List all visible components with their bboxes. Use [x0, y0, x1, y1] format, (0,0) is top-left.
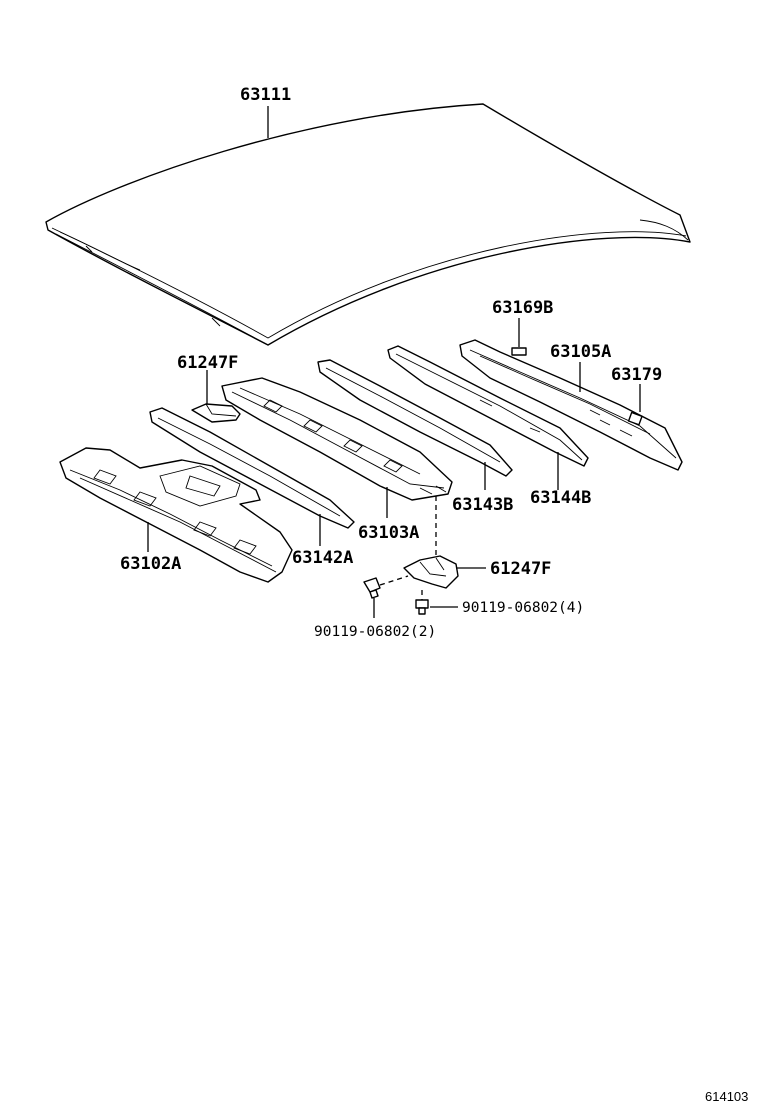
small-part — [627, 411, 643, 426]
front-header-rail — [59, 447, 293, 583]
roof-bow-1 — [149, 407, 355, 529]
label-bracket-upper: 61247F — [177, 353, 238, 373]
label-reinf-center: 63103A — [358, 523, 419, 543]
rear-header-rail — [459, 339, 683, 471]
label-clip: 63169B — [492, 298, 553, 318]
label-bracket-lower: 61247F — [490, 559, 551, 579]
label-small-part: 63179 — [611, 365, 662, 385]
roof-reinforcement-center — [221, 377, 453, 501]
roof-panel — [45, 103, 691, 346]
label-front-header: 63102A — [120, 554, 181, 574]
label-bow-3: 63144B — [530, 488, 591, 508]
label-bolt-left: 90119-06802(2) — [314, 624, 436, 640]
label-bolt-right: 90119-06802(4) — [462, 600, 584, 616]
bracket-lower — [403, 555, 459, 589]
bolt-left — [363, 577, 381, 599]
clip-part — [511, 347, 527, 356]
bracket-upper — [191, 403, 241, 423]
roof-bow-2 — [317, 359, 513, 477]
dashed-link-bolt-left — [379, 575, 409, 586]
bolt-right — [415, 599, 429, 615]
label-rear-header: 63105A — [550, 342, 611, 362]
label-bow-2: 63143B — [452, 495, 513, 515]
roof-bow-3 — [387, 345, 589, 467]
diagram-reference-number: 614103 — [705, 1089, 748, 1104]
label-roof-panel: 63111 — [240, 85, 291, 105]
label-bow-1: 63142A — [292, 548, 353, 568]
